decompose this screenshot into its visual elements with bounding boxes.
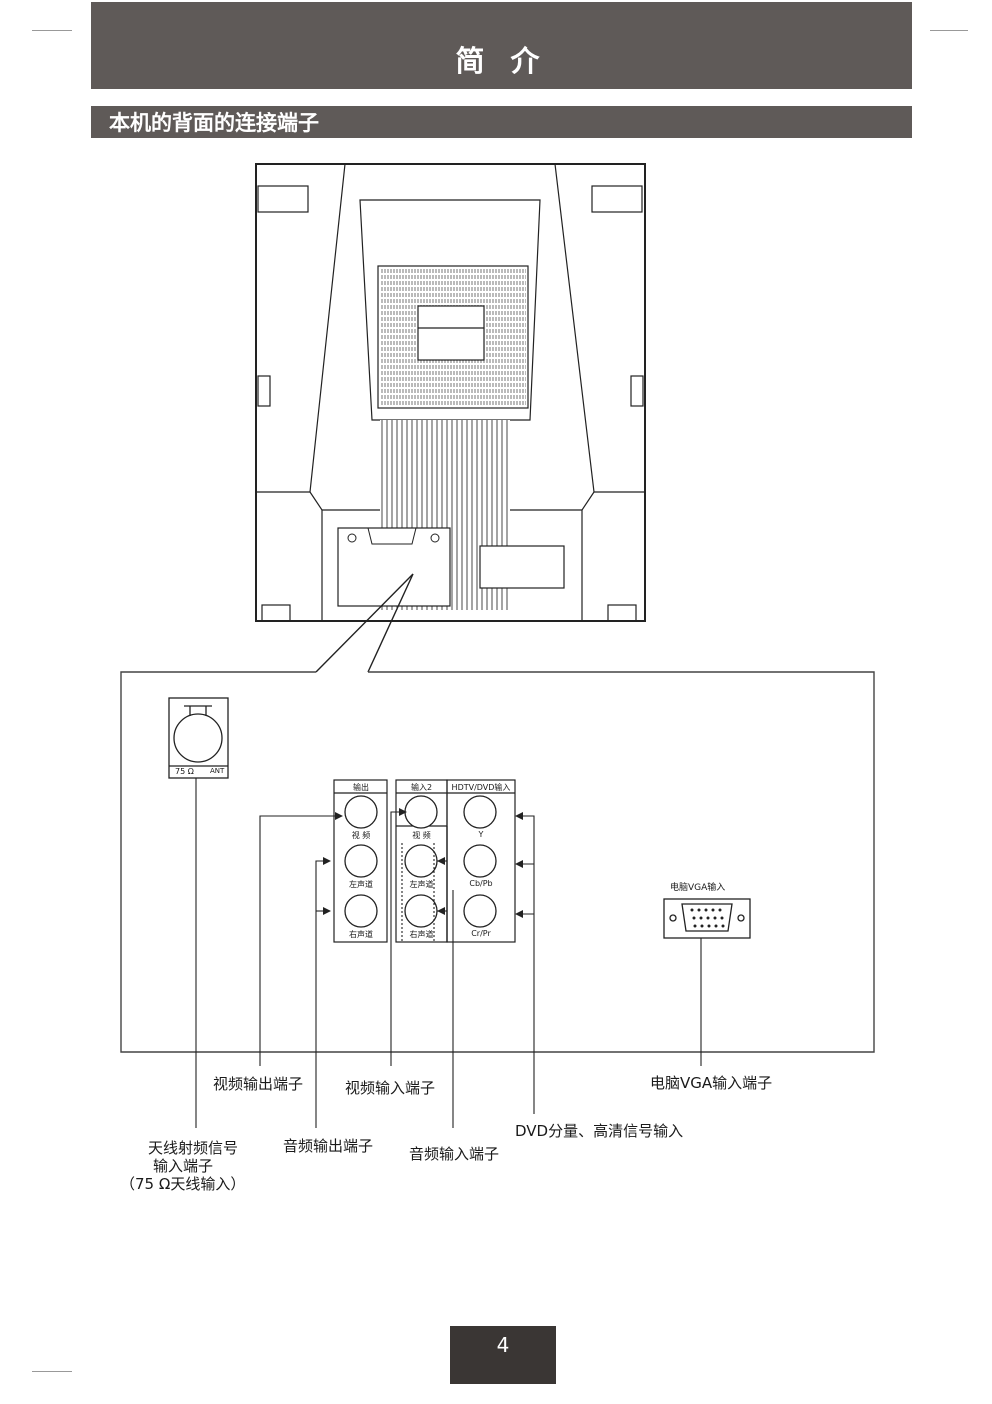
- antenna-ant-label: ANT: [210, 767, 225, 775]
- vga-title: 电脑VGA输入: [670, 883, 726, 893]
- crop-mark: [32, 1371, 72, 1372]
- jack-label: Y: [478, 830, 484, 839]
- jack-label: 视 频: [412, 831, 431, 840]
- crop-mark: [32, 30, 72, 31]
- input2-group-label: 输入2: [410, 783, 433, 792]
- dvd-input-callout: DVD分量、高清信号输入: [515, 1122, 684, 1140]
- antenna-callout-line2: 输入端子: [153, 1157, 214, 1175]
- jack-label: 右声道: [409, 930, 434, 939]
- section-title: 本机的背面的连接端子: [91, 106, 912, 138]
- video-output-callout: 视频输出端子: [213, 1075, 304, 1093]
- rca-jacks: [344, 795, 497, 928]
- audio-output-callout: 音频输出端子: [283, 1137, 374, 1155]
- jack-label: 左声道: [349, 880, 373, 889]
- vga-port: [663, 898, 751, 939]
- hdtv-group-label: HDTV/DVD输入: [451, 783, 511, 792]
- page-number: 4: [450, 1326, 556, 1384]
- jack-label: Cr/Pr: [471, 929, 491, 938]
- output-group-label: 输出: [353, 783, 369, 792]
- video-input-callout: 视频输入端子: [345, 1079, 436, 1097]
- audio-input-callout: 音频输入端子: [409, 1145, 500, 1163]
- tv-cabinet: [255, 163, 646, 622]
- antenna-callout-line1: 天线射频信号: [148, 1139, 239, 1157]
- jack-label: 视 频: [351, 831, 371, 840]
- jack-label: 右声道: [349, 930, 373, 939]
- jack-label: 左声道: [409, 880, 434, 889]
- antenna-ohm-label: 75 Ω: [175, 767, 194, 776]
- jack-label: Cb/Pb: [469, 879, 493, 888]
- antenna-callout-line3: （75 Ω天线输入）: [120, 1175, 246, 1193]
- vga-input-callout: 电脑VGA输入端子: [650, 1074, 773, 1092]
- page-title: 简 介: [91, 2, 912, 89]
- antenna-jack: [168, 697, 229, 779]
- crop-mark: [930, 30, 968, 31]
